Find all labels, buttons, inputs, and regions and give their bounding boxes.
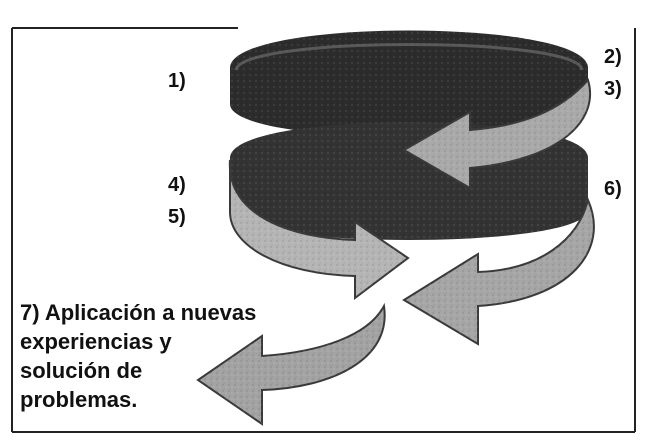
label-step-7-line-2: experiencias y (20, 329, 172, 355)
label-step-6: 6) (604, 178, 622, 200)
label-step-1: 1) (168, 70, 186, 92)
label-step-4: 4) (168, 174, 186, 196)
ring-top (230, 30, 588, 137)
arrow-upper-right (401, 77, 591, 190)
label-step-7-line-1: 7) Aplicación a nuevas (20, 300, 257, 325)
arrow-middle-left (228, 159, 410, 301)
label-step-3: 3) (604, 78, 622, 100)
label-step-7-line-4: problemas. (20, 387, 138, 413)
label-step-5: 5) (168, 206, 186, 228)
label-step-7-line-3: solución de (20, 358, 143, 384)
label-step-7: 7) Aplicación a nuevas experiencias y so… (20, 298, 256, 414)
label-step-2: 2) (604, 46, 622, 68)
arrow-lower-right (402, 196, 595, 346)
arrow-bottom-left (196, 302, 386, 426)
